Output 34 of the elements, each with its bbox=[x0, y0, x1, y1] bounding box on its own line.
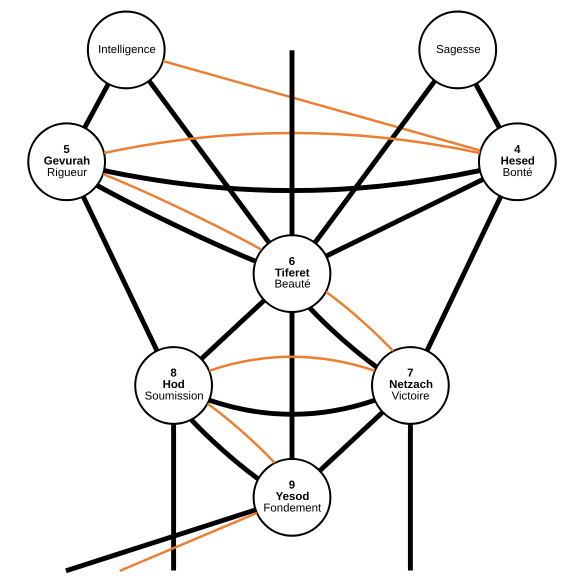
connector bbox=[312, 79, 436, 244]
node-circle: 5 Gevurah Rigueur bbox=[26, 122, 106, 202]
connector bbox=[189, 418, 260, 481]
node-circle: 8 Hod Soumission bbox=[134, 346, 212, 425]
connector bbox=[206, 402, 276, 464]
connector bbox=[324, 177, 484, 258]
connector bbox=[64, 508, 256, 574]
node-circle: 9 Yesod Fondement bbox=[252, 458, 331, 537]
connector bbox=[289, 50, 294, 236]
connector bbox=[307, 306, 378, 370]
connector bbox=[208, 356, 374, 372]
connector bbox=[162, 60, 480, 152]
connector bbox=[170, 424, 176, 571]
connector bbox=[473, 82, 502, 129]
node-circle: Intelligence bbox=[86, 10, 166, 90]
node-circle: 6 Tiferet Beauté bbox=[252, 234, 331, 314]
connector bbox=[208, 398, 375, 417]
connector bbox=[324, 290, 394, 352]
connector bbox=[146, 79, 271, 244]
connector bbox=[103, 132, 480, 154]
connector bbox=[407, 424, 412, 571]
connector bbox=[82, 82, 110, 129]
connector bbox=[102, 172, 262, 251]
connector bbox=[289, 312, 294, 459]
node-circle: Sagesse bbox=[418, 10, 497, 90]
node-circle: 4 Hesed Bonté bbox=[477, 122, 556, 202]
connector bbox=[80, 195, 159, 352]
node-circle: 7 Netzach Victoire bbox=[370, 346, 450, 425]
connector bbox=[199, 298, 266, 361]
connector bbox=[95, 183, 256, 264]
connector bbox=[103, 168, 480, 193]
connector bbox=[424, 195, 502, 352]
connector bbox=[318, 410, 384, 472]
connector bbox=[118, 512, 257, 572]
